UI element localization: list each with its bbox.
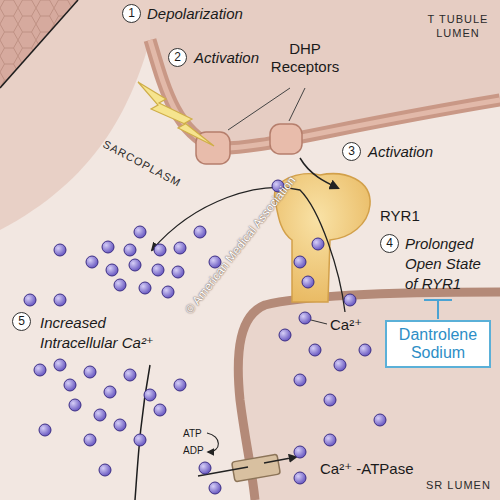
region-label: SR LUMEN (426, 478, 491, 492)
cell-edge (135, 365, 150, 500)
callout-number: 5 (12, 312, 31, 331)
part-label: Ca²⁺ -ATPase (320, 460, 414, 478)
dhp-receptor (270, 124, 302, 154)
leader-line (228, 88, 290, 130)
calcium-ions (24, 180, 386, 494)
molecule-label: ATP (183, 428, 202, 440)
ion-label: Ca²⁺ (330, 316, 362, 334)
step-label: Depolarization (147, 5, 243, 23)
leader-line (289, 88, 305, 121)
myofibril (0, 0, 150, 230)
molecule-label: ADP (183, 445, 204, 457)
step-label: Activation (368, 143, 433, 161)
leader-line (311, 320, 327, 324)
calcium-release-arrow (152, 188, 345, 313)
pump-flow-arrow (264, 457, 296, 463)
fiber-edge (0, 0, 78, 88)
callout-number: 2 (168, 48, 187, 67)
callout-number: 1 (122, 4, 141, 23)
callout-number: 4 (380, 234, 399, 253)
step-label: Activation (194, 49, 259, 67)
muscle-texture (0, 0, 78, 88)
depolarization-bolt (138, 82, 214, 146)
atp-arrow (207, 433, 218, 452)
part-label: DHP Receptors (268, 40, 342, 76)
step-label: Increased Intracellular Ca²⁺ (40, 313, 180, 353)
activation-arrow (300, 158, 338, 188)
t-tubule-lumen (150, 0, 500, 148)
region-label: T TUBULE LUMEN (422, 12, 494, 40)
part-label: RYR1 (380, 207, 420, 225)
muscle-fiber (0, 0, 78, 88)
step-label: Prolonged Open State of RYR1 (405, 234, 495, 294)
inhibition-bar (424, 300, 452, 319)
callout-number: 3 (342, 142, 361, 161)
drug-box: Dantrolene Sodium (385, 320, 491, 368)
drug-name: Dantrolene Sodium (395, 326, 481, 362)
